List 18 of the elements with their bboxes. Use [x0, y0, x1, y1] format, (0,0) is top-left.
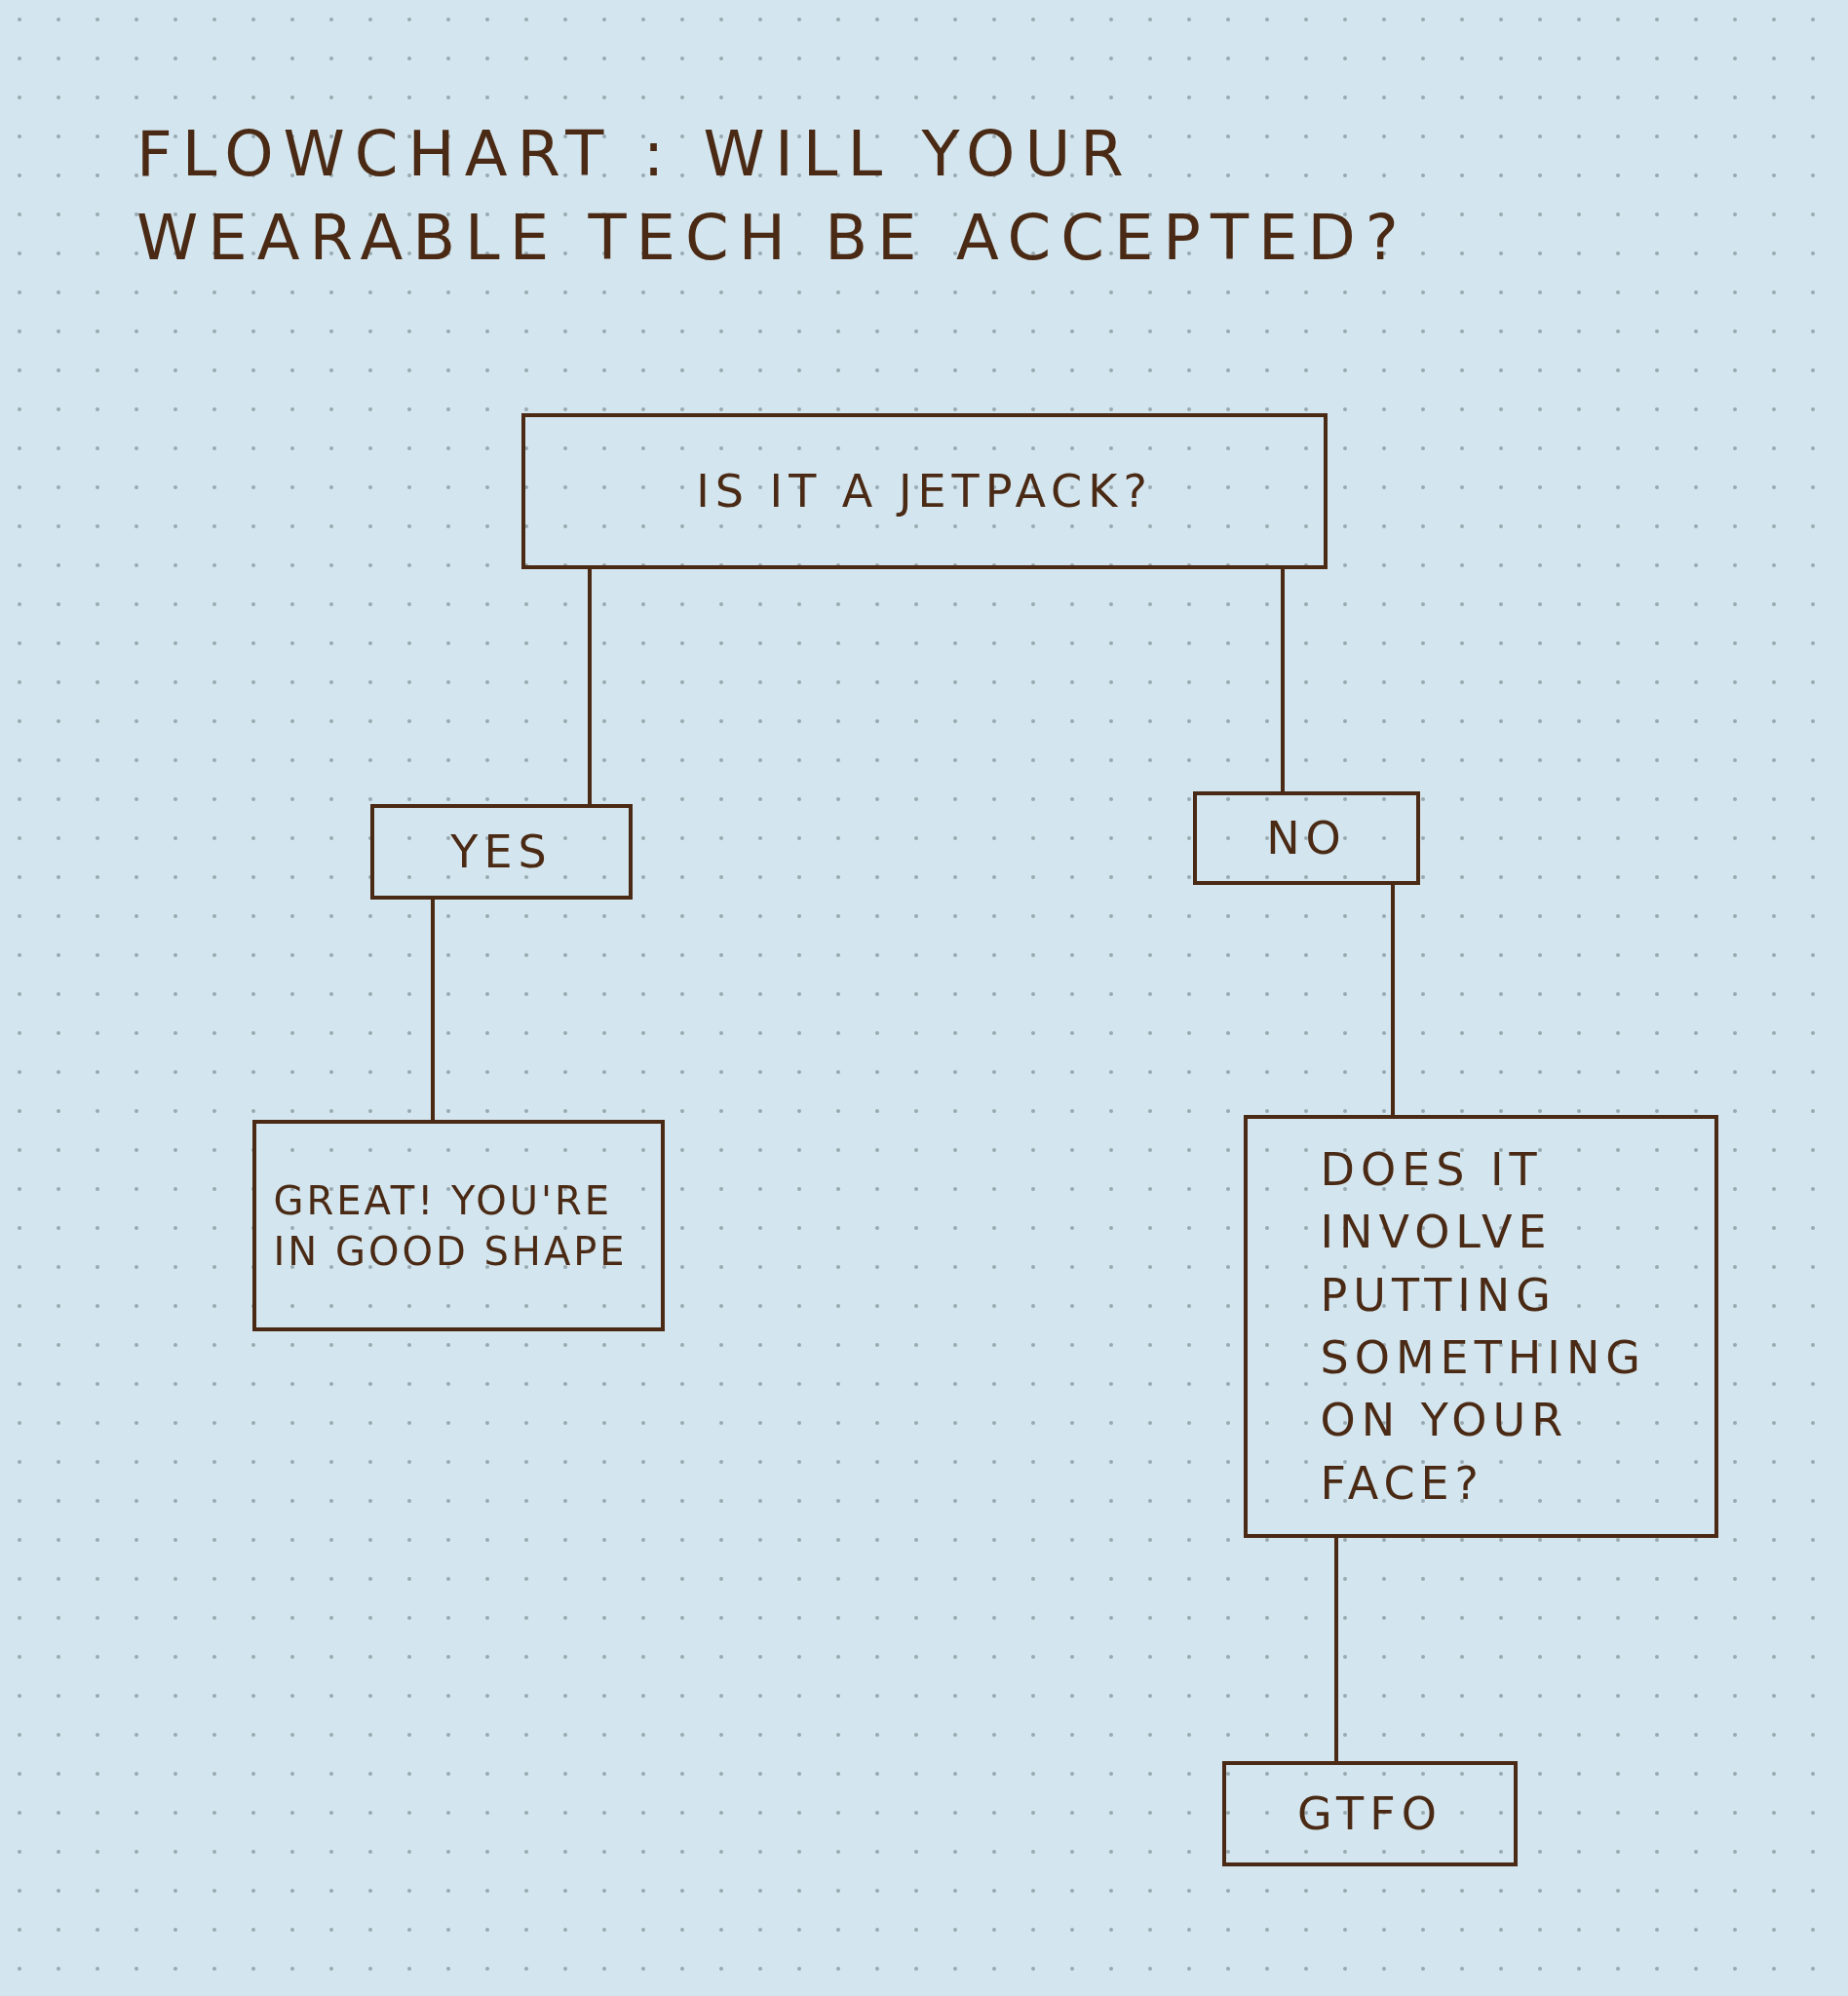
decision-box	[1244, 1115, 1718, 1538]
result-box	[252, 1120, 665, 1331]
connector-line	[431, 900, 435, 1120]
node-text: IS IT A JETPACK?	[696, 463, 1153, 519]
node-text: DOES IT INVOLVE PUTTING SOMETHING ON YOUR FACE?	[1320, 1141, 1642, 1512]
node-text: GTFO	[1297, 1785, 1443, 1842]
connector-line	[1334, 1538, 1338, 1761]
node-text: GREAT! YOU'RE IN GOOD SHAPE	[273, 1176, 629, 1276]
title: FLOWCHART : WILL YOUR WEARABLE TECH BE ACCEPTED?	[136, 117, 1409, 277]
decision-box	[521, 413, 1328, 569]
connector-line	[1391, 885, 1395, 1115]
answer-box	[370, 804, 633, 900]
connector-line	[588, 569, 592, 804]
result-box	[1222, 1761, 1518, 1866]
answer-box	[1193, 791, 1420, 885]
node-text: NO	[1266, 810, 1347, 866]
node-text: YES	[450, 824, 553, 880]
connector-line	[1281, 569, 1285, 791]
